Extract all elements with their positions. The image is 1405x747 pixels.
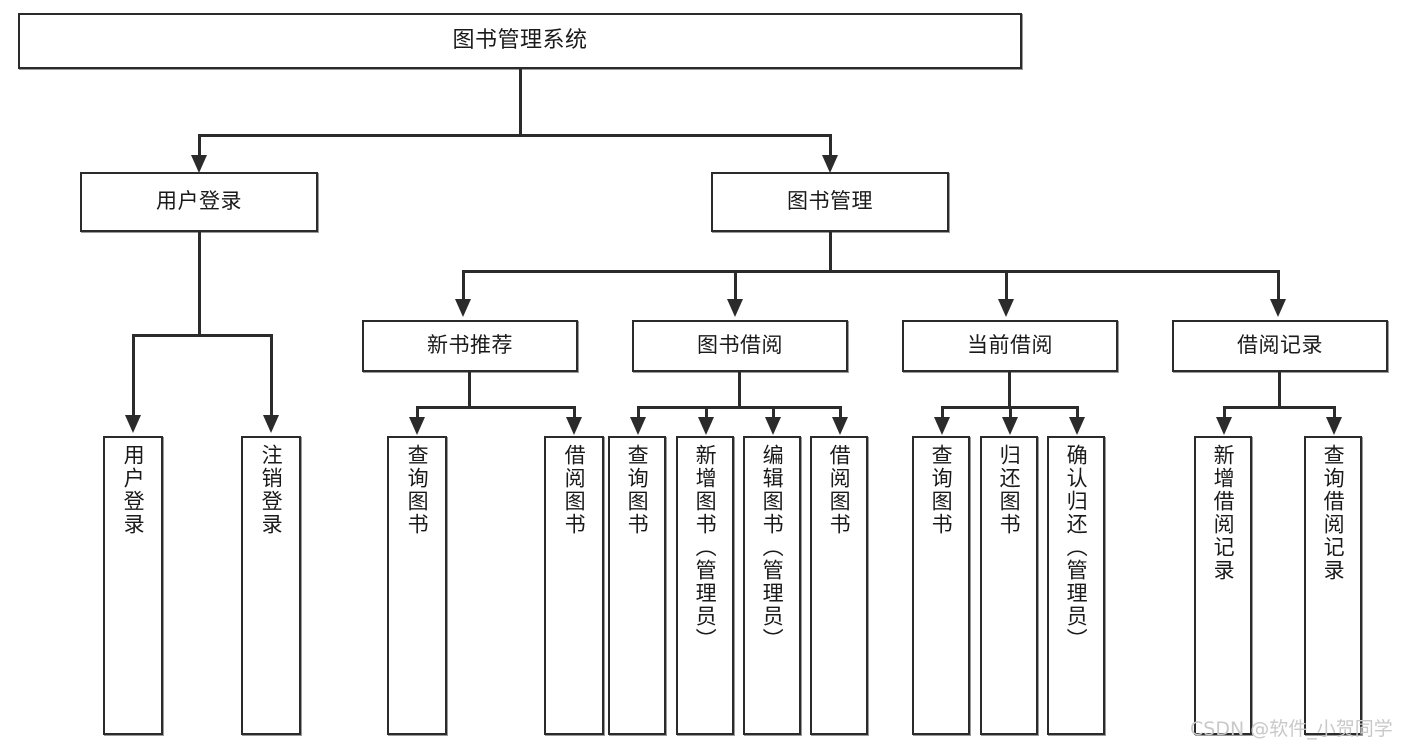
connector-drop-logout-leaf xyxy=(270,334,273,418)
node-label: 查询图书 xyxy=(929,444,954,536)
connector-drop-query-book-1 xyxy=(416,406,419,420)
arrowhead-user-login-leaf xyxy=(125,415,141,433)
connector-drop-user-login-leaf xyxy=(132,334,135,418)
arrowhead-book-borrow xyxy=(727,299,743,317)
leaf-return-book[interactable]: 归还图书 xyxy=(980,436,1038,735)
arrowhead-logout-leaf xyxy=(263,415,279,433)
connector-user-login-stem xyxy=(198,232,201,335)
arrowhead-return-book xyxy=(1002,417,1018,435)
connector-drop-add-book xyxy=(705,406,708,420)
connector-user-login-bus xyxy=(132,334,273,337)
leaf-edit-book[interactable]: 编辑图书（管理员） xyxy=(743,436,801,735)
node-label: 用户登录 xyxy=(121,444,146,536)
node-label: 确认归还（管理员） xyxy=(1064,444,1089,651)
leaf-add-book[interactable]: 新增图书（管理员） xyxy=(676,436,734,735)
node-label: 查询借阅记录 xyxy=(1321,444,1346,582)
connector-drop-user-login xyxy=(198,134,201,158)
connector-drop-borrow-book-2 xyxy=(839,406,842,420)
connector-drop-query-record xyxy=(1333,406,1336,420)
node-label: 编辑图书（管理员） xyxy=(760,444,785,651)
node-label: 当前借阅 xyxy=(967,333,1053,358)
node-label: 新增借阅记录 xyxy=(1211,444,1236,582)
connector-new-book-recommend-bus xyxy=(416,406,576,409)
leaf-query-book-3[interactable]: 查询图书 xyxy=(912,436,970,735)
connector-book-management-stem xyxy=(829,232,832,272)
node-root-book-management-system[interactable]: 图书管理系统 xyxy=(18,13,1022,69)
node-book-management[interactable]: 图书管理 xyxy=(711,172,949,232)
node-label: 归还图书 xyxy=(997,444,1022,536)
connector-root-bus xyxy=(198,134,832,137)
arrowhead-borrow-record xyxy=(1270,299,1286,317)
node-label: 查询图书 xyxy=(625,444,650,536)
arrowhead-borrow-book-2 xyxy=(832,417,848,435)
connector-drop-query-book-2 xyxy=(637,406,640,420)
arrowhead-user-login xyxy=(191,155,207,173)
node-book-borrow[interactable]: 图书借阅 xyxy=(632,320,848,372)
leaf-confirm-return[interactable]: 确认归还（管理员） xyxy=(1047,436,1105,735)
node-label: 图书管理系统 xyxy=(452,27,588,53)
node-new-book-recommend[interactable]: 新书推荐 xyxy=(362,320,578,372)
connector-borrow-record-stem xyxy=(1278,372,1281,408)
connector-drop-query-book-3 xyxy=(941,406,944,420)
leaf-borrow-book-2[interactable]: 借阅图书 xyxy=(810,436,868,735)
connector-drop-add-record xyxy=(1223,406,1226,420)
node-label: 新书推荐 xyxy=(427,333,513,358)
connector-book-management-bus xyxy=(462,270,1280,273)
leaf-add-record[interactable]: 新增借阅记录 xyxy=(1194,436,1252,735)
arrowhead-new-book-recommend xyxy=(455,299,471,317)
leaf-logout[interactable]: 注销登录 xyxy=(241,436,301,735)
arrowhead-add-book xyxy=(698,417,714,435)
connector-book-borrow-bus xyxy=(637,406,840,409)
arrowhead-confirm-return xyxy=(1069,417,1085,435)
node-label: 图书管理 xyxy=(787,189,873,214)
connector-drop-current-borrow xyxy=(1005,270,1008,302)
node-label: 图书借阅 xyxy=(697,333,783,358)
node-label: 借阅图书 xyxy=(562,444,587,536)
node-label: 新增图书（管理员） xyxy=(693,444,718,651)
connector-drop-new-book-recommend xyxy=(462,270,465,302)
connector-current-borrow-stem xyxy=(1008,372,1011,408)
arrowhead-query-record xyxy=(1326,417,1342,435)
node-label: 借阅记录 xyxy=(1237,333,1323,358)
arrowhead-book-management xyxy=(822,155,838,173)
arrowhead-query-book-1 xyxy=(409,417,425,435)
connector-drop-borrow-book-1 xyxy=(573,406,576,420)
leaf-borrow-book-1[interactable]: 借阅图书 xyxy=(544,436,604,735)
leaf-query-book-1[interactable]: 查询图书 xyxy=(387,436,447,735)
leaf-user-login[interactable]: 用户登录 xyxy=(103,436,163,735)
connector-drop-return-book xyxy=(1009,406,1012,420)
connector-borrow-record-bus xyxy=(1223,406,1336,409)
connector-drop-book-borrow xyxy=(734,270,737,302)
leaf-query-record[interactable]: 查询借阅记录 xyxy=(1304,436,1362,735)
connector-drop-confirm-return xyxy=(1076,406,1079,420)
connector-root-stem xyxy=(519,69,522,135)
arrowhead-borrow-book-1 xyxy=(566,417,582,435)
connector-book-borrow-stem xyxy=(738,372,741,408)
arrowhead-query-book-3 xyxy=(934,417,950,435)
node-current-borrow[interactable]: 当前借阅 xyxy=(902,320,1118,372)
node-label: 借阅图书 xyxy=(827,444,852,536)
arrowhead-current-borrow xyxy=(998,299,1014,317)
node-user-login[interactable]: 用户登录 xyxy=(80,172,318,232)
arrowhead-edit-book xyxy=(765,417,781,435)
connector-new-book-recommend-stem xyxy=(468,372,471,408)
node-label: 用户登录 xyxy=(156,189,242,214)
arrowhead-query-book-2 xyxy=(630,417,646,435)
arrowhead-add-record xyxy=(1216,417,1232,435)
connector-drop-borrow-record xyxy=(1277,270,1280,302)
node-label: 查询图书 xyxy=(405,444,430,536)
leaf-query-book-2[interactable]: 查询图书 xyxy=(608,436,666,735)
connector-drop-book-management xyxy=(829,134,832,158)
node-borrow-record[interactable]: 借阅记录 xyxy=(1172,320,1388,372)
node-label: 注销登录 xyxy=(259,444,284,536)
connector-drop-edit-book xyxy=(772,406,775,420)
